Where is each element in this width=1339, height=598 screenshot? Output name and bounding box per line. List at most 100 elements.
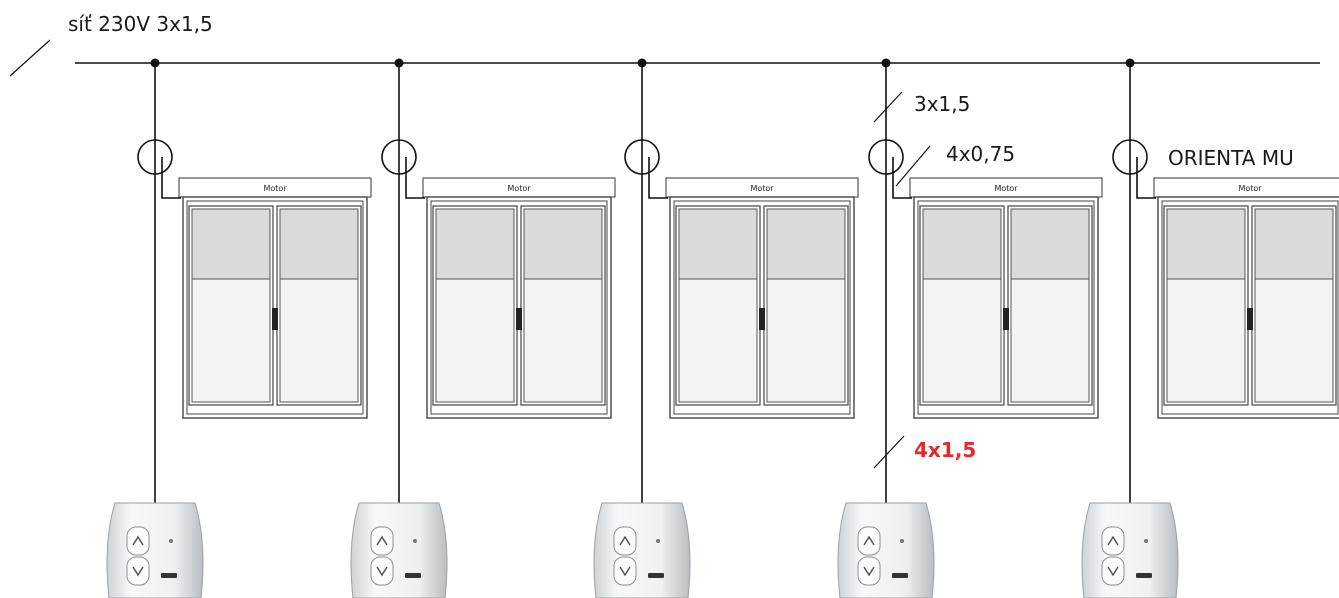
- down-button-icon: [126, 556, 150, 586]
- cable-mark-4x075: [895, 145, 931, 187]
- blind-panel: [279, 208, 359, 280]
- down-arrow-icon: [376, 566, 388, 577]
- selector-switch: [161, 573, 177, 578]
- unit-3: Motor: [593, 58, 859, 598]
- junction-box-icon: [1112, 139, 1148, 175]
- switch-body: [350, 502, 448, 598]
- glass-panel: [1166, 278, 1246, 403]
- up-arrow-icon: [1107, 535, 1119, 546]
- cable-switch-label: 4x1,5: [914, 438, 977, 462]
- sash-frame: [1251, 205, 1337, 406]
- unit-2: Motor: [350, 58, 616, 598]
- window-frame-inner: [186, 200, 364, 415]
- led-indicator: [656, 539, 660, 543]
- cable-mark-3x15: [873, 91, 903, 123]
- window-handle: [1003, 308, 1009, 330]
- motor-cable: [648, 157, 668, 199]
- selector-switch: [648, 573, 664, 578]
- orienta-label: ORIENTA MU: [1168, 146, 1294, 170]
- switch-body: [1081, 502, 1179, 598]
- wall-switch-icon: [837, 502, 935, 598]
- window-icon: Motor: [1153, 177, 1339, 419]
- window-handle: [1247, 308, 1253, 330]
- blind-panel: [435, 208, 515, 280]
- led-indicator: [900, 539, 904, 543]
- window-icon: Motor: [665, 177, 859, 419]
- blind-panel: [191, 208, 271, 280]
- window-frame-inner: [673, 200, 851, 415]
- blind-panel: [766, 208, 846, 280]
- sash-frame: [276, 205, 362, 406]
- window-icon: Motor: [909, 177, 1103, 419]
- motor-cable: [161, 157, 181, 199]
- up-arrow-icon: [863, 535, 875, 546]
- wall-switch-icon: [106, 502, 204, 598]
- supply-cable-mark: [9, 39, 51, 77]
- selector-switch: [1136, 573, 1152, 578]
- blind-panel: [1010, 208, 1090, 280]
- blind-panel: [1166, 208, 1246, 280]
- unit-4: Motor: [837, 58, 1103, 598]
- window-frame-inner: [1161, 200, 1339, 415]
- down-button-icon: [370, 556, 394, 586]
- motor-label: Motor: [1238, 184, 1262, 193]
- up-arrow-icon: [376, 535, 388, 546]
- selector-switch: [892, 573, 908, 578]
- blind-panel: [1254, 208, 1334, 280]
- motor-label: Motor: [507, 184, 531, 193]
- switch-body: [837, 502, 935, 598]
- motor-cable: [892, 157, 912, 199]
- unit-5: Motor: [1081, 58, 1339, 598]
- motor-label: Motor: [994, 184, 1018, 193]
- window-frame-inner: [430, 200, 608, 415]
- junction-box-icon: [624, 139, 660, 175]
- window-frame-inner: [917, 200, 1095, 415]
- down-button-icon: [1101, 556, 1125, 586]
- sash-frame: [919, 205, 1005, 406]
- down-arrow-icon: [1107, 566, 1119, 577]
- cable-mark-4x15: [873, 435, 905, 469]
- sash-frame: [520, 205, 606, 406]
- window-handle: [516, 308, 522, 330]
- window-icon: Motor: [422, 177, 616, 419]
- up-arrow-icon: [619, 535, 631, 546]
- up-button-icon: [370, 526, 394, 556]
- wall-switch-icon: [1081, 502, 1179, 598]
- up-arrow-icon: [132, 535, 144, 546]
- blind-panel: [678, 208, 758, 280]
- glass-panel: [922, 278, 1002, 403]
- window-handle: [759, 308, 765, 330]
- up-button-icon: [126, 526, 150, 556]
- down-arrow-icon: [132, 566, 144, 577]
- glass-panel: [766, 278, 846, 403]
- sash-frame: [432, 205, 518, 406]
- cable-supply-label: 3x1,5: [914, 92, 971, 116]
- blind-panel: [523, 208, 603, 280]
- glass-panel: [1010, 278, 1090, 403]
- sash-frame: [675, 205, 761, 406]
- junction-box-icon: [381, 139, 417, 175]
- motor-cable: [405, 157, 425, 199]
- glass-panel: [191, 278, 271, 403]
- switch-body: [593, 502, 691, 598]
- up-button-icon: [613, 526, 637, 556]
- glass-panel: [435, 278, 515, 403]
- wall-switch-icon: [593, 502, 691, 598]
- down-arrow-icon: [863, 566, 875, 577]
- up-button-icon: [1101, 526, 1125, 556]
- sash-frame: [1007, 205, 1093, 406]
- motor-label: Motor: [750, 184, 774, 193]
- down-button-icon: [613, 556, 637, 586]
- led-indicator: [413, 539, 417, 543]
- led-indicator: [169, 539, 173, 543]
- glass-panel: [1254, 278, 1334, 403]
- led-indicator: [1144, 539, 1148, 543]
- down-button-icon: [857, 556, 881, 586]
- sash-frame: [763, 205, 849, 406]
- motor-label: Motor: [263, 184, 287, 193]
- motor-cable: [1136, 157, 1156, 199]
- window-icon: Motor: [178, 177, 372, 419]
- supply-label: síť 230V 3x1,5: [68, 12, 213, 36]
- sash-frame: [188, 205, 274, 406]
